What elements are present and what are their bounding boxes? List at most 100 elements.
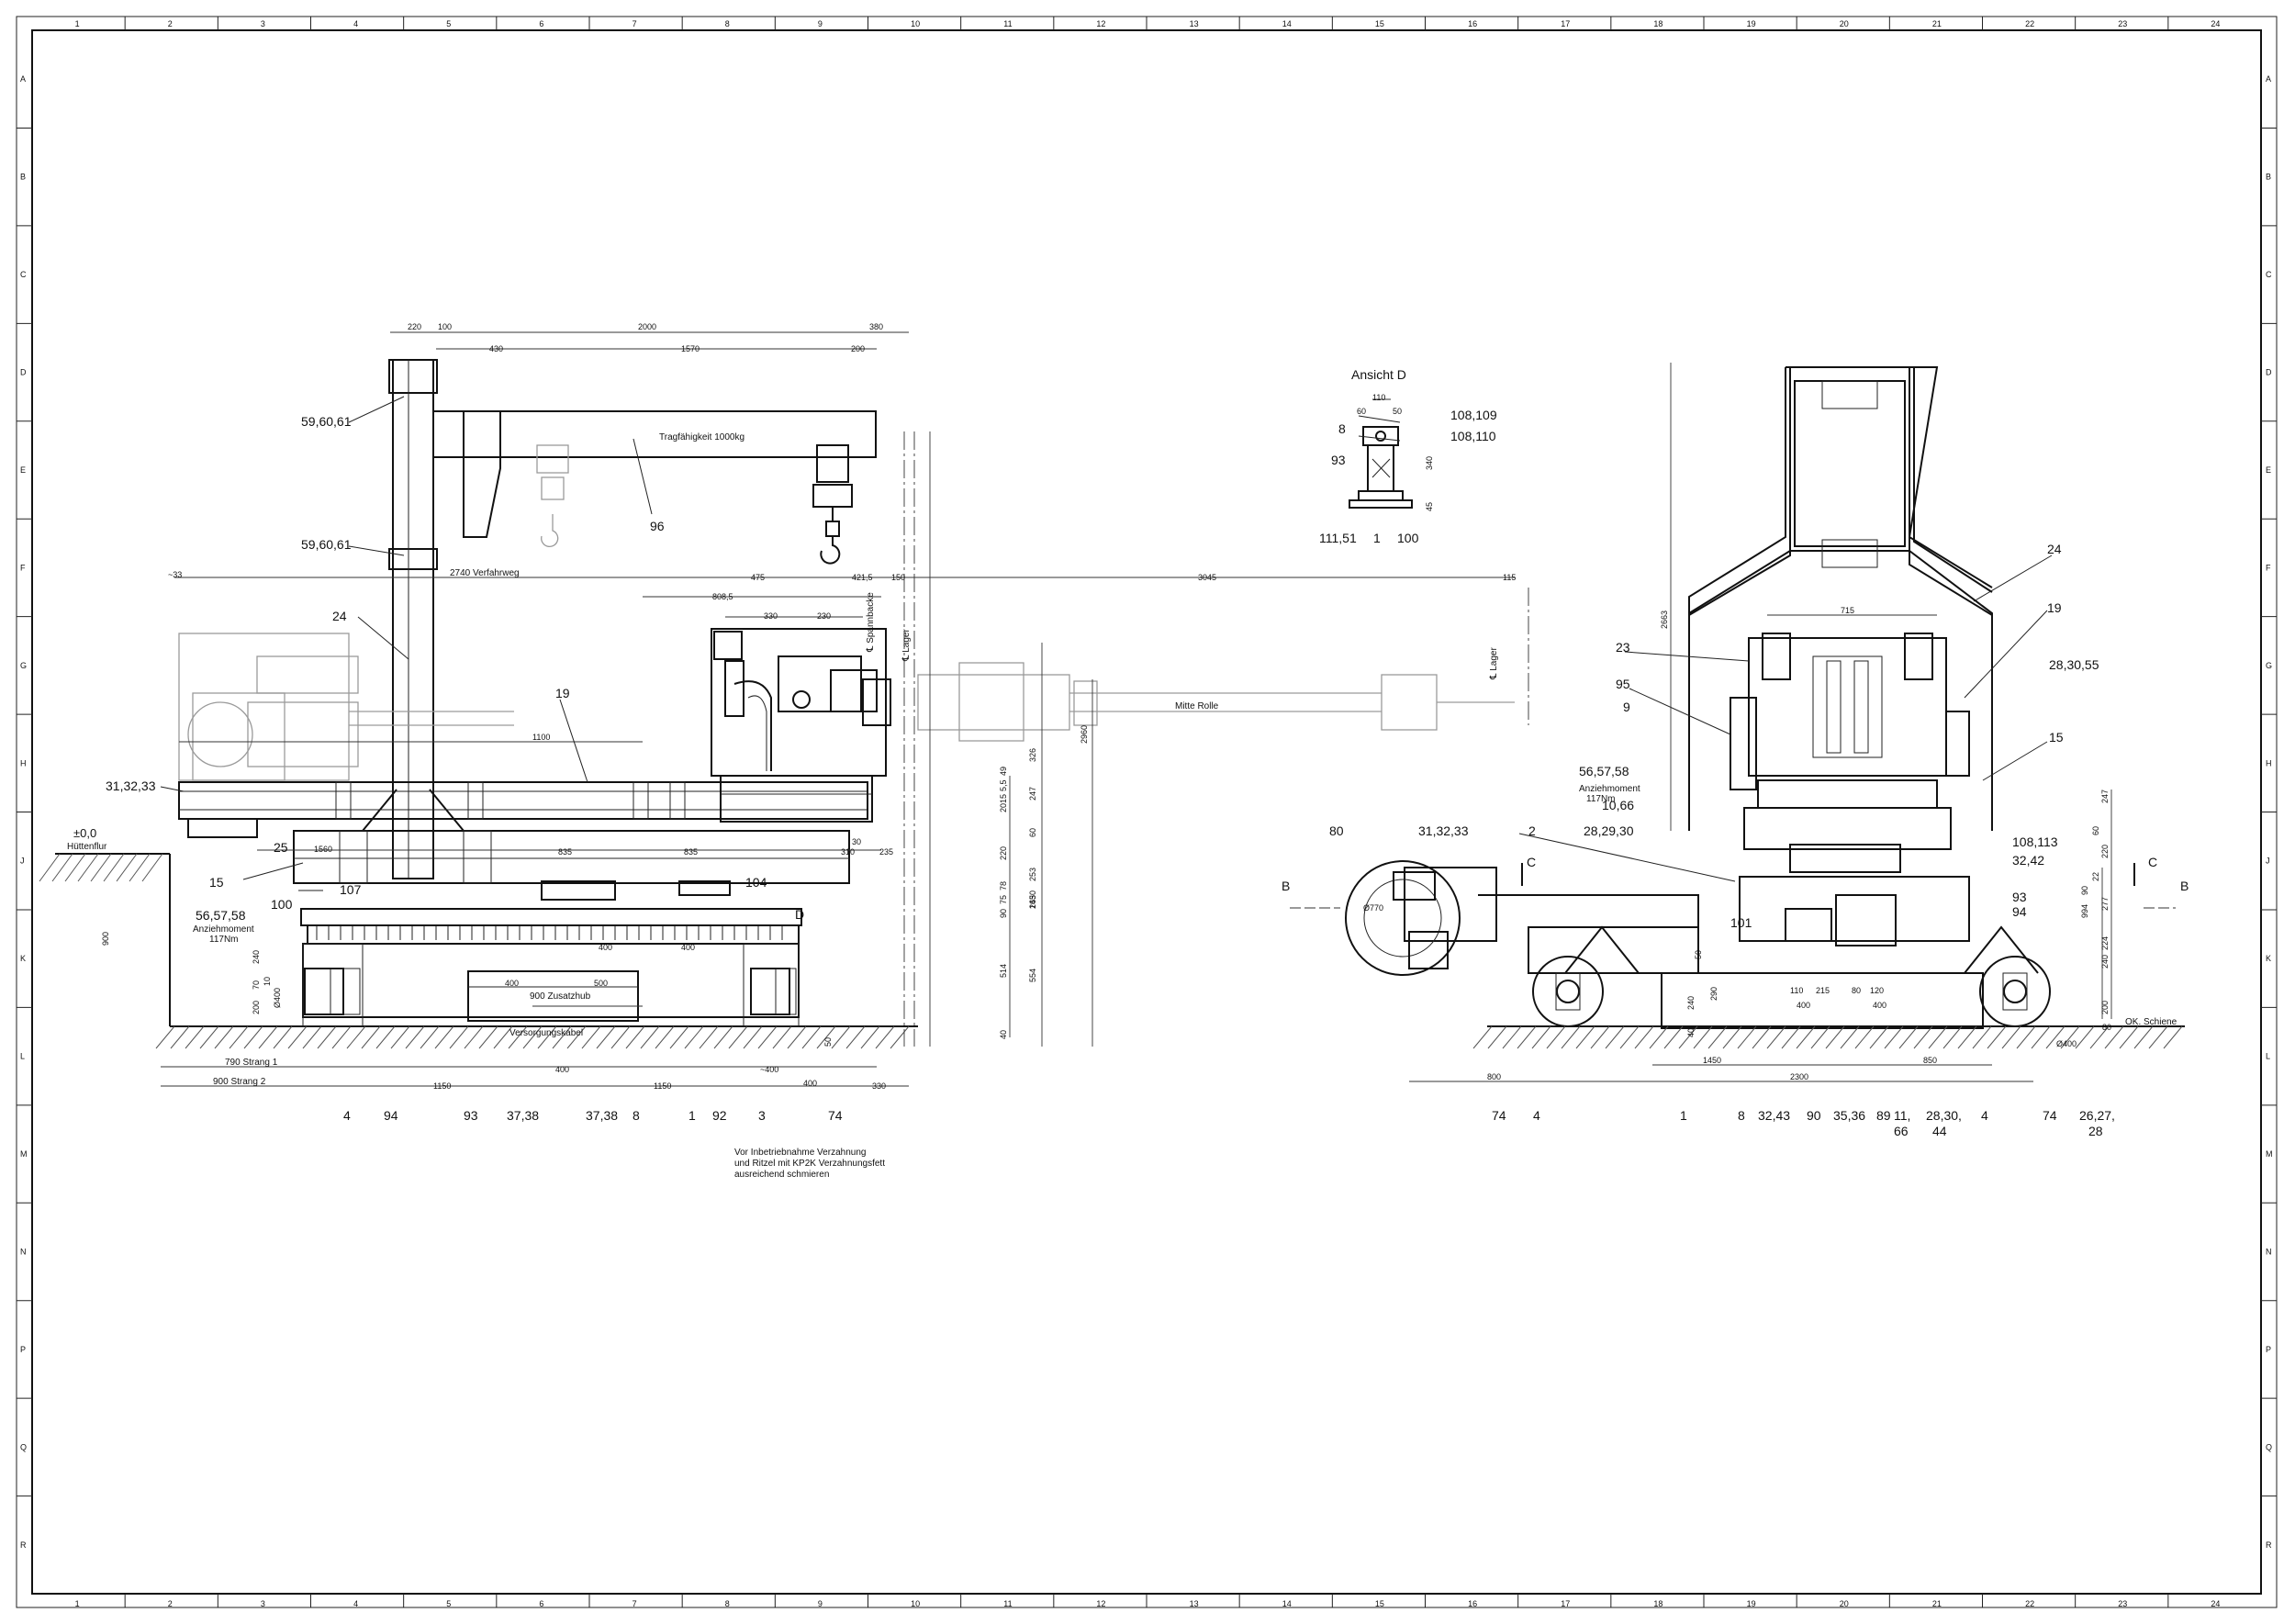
zusatzhub-text: 900 Zusatzhub	[530, 991, 591, 1002]
bottom-pos: 32,43	[1758, 1108, 1790, 1123]
grid-row-label: P	[2266, 1345, 2271, 1354]
grid-column-label: 13	[1190, 1599, 1199, 1608]
grid-column-label: 22	[2025, 1599, 2034, 1608]
grid-column-label: 8	[725, 1599, 730, 1608]
grid-row-label: F	[2266, 563, 2271, 572]
dim-text: 1450	[1703, 1056, 1721, 1065]
dim-text: 50	[1393, 407, 1402, 416]
dim-text: 994	[2080, 904, 2089, 918]
dim-text: 110	[1790, 986, 1803, 995]
dim-text: 277	[2100, 897, 2110, 911]
dim-text: 235	[879, 847, 893, 857]
grid-row-label: Q	[20, 1442, 27, 1451]
grid-column-label: 17	[1561, 19, 1570, 28]
dim-text: 400	[803, 1079, 817, 1088]
dim-text: 808,5	[712, 592, 733, 601]
bottom-pos: 1	[688, 1108, 696, 1123]
dim-text: 290	[1709, 987, 1718, 1001]
dim-text: 2015	[999, 794, 1008, 812]
dim-text: 1100	[532, 733, 550, 742]
level-text: ±0,0	[73, 826, 96, 840]
pos-label: 10,66	[1602, 798, 1634, 812]
dim-text: 45	[1425, 502, 1434, 511]
grid-row-label: A	[2266, 74, 2271, 84]
dim-text: 2300	[1790, 1072, 1808, 1081]
dim-text: 247	[2100, 790, 2110, 803]
torque-value: 117Nm	[209, 935, 239, 945]
section-b-left: B	[1282, 879, 1290, 893]
dim-text: 330	[872, 1081, 886, 1091]
grid-column-label: 16	[1468, 19, 1477, 28]
pos-label: 15	[2049, 730, 2064, 745]
grid-column-label: 10	[911, 19, 920, 28]
torque-value-right: 117Nm	[1586, 794, 1616, 804]
portal-frame	[1688, 367, 1791, 617]
dim-text: 120	[1870, 986, 1884, 995]
grid-column-label: 9	[818, 19, 823, 28]
dim-text: 1650	[1028, 890, 1037, 909]
dim-text: ~33	[168, 570, 182, 579]
grid-row-label: E	[2266, 465, 2271, 475]
grid-row-label: D	[20, 368, 27, 377]
grid-row-label: N	[2266, 1247, 2272, 1256]
bottom-pos: 74	[2043, 1108, 2057, 1123]
crane-column	[392, 359, 434, 879]
dim-text: 900	[101, 932, 110, 946]
lager-text-left: ℄ Lager	[901, 629, 912, 662]
dim-text: 310	[841, 847, 855, 857]
dim-text: 430	[489, 344, 503, 353]
bottom-pos: 74	[828, 1108, 843, 1123]
carriage-frame	[293, 830, 850, 884]
dim-text: 253	[1028, 868, 1037, 881]
dim-text: 240	[1686, 996, 1696, 1010]
view-d-pos: 108,110	[1450, 429, 1496, 443]
dim-text: 1560	[314, 845, 332, 854]
bottom-pos: 8	[1738, 1108, 1745, 1123]
bottom-pos: 93	[464, 1108, 478, 1123]
bottom-pos: 94	[384, 1108, 398, 1123]
dim-text: 2663	[1660, 610, 1669, 629]
pos-label: 101	[1730, 915, 1752, 930]
lifting-table-top	[300, 908, 802, 926]
view-d-pos: 93	[1331, 453, 1346, 467]
grid-column-label: 4	[353, 1599, 358, 1608]
clamping-unit	[711, 628, 887, 777]
wheel-right-2	[1979, 956, 2051, 1027]
huettenflur-text: Hüttenflur	[67, 842, 107, 852]
dim-text: 2000	[638, 322, 656, 331]
dim-text: 243	[1028, 895, 1037, 909]
left-side-view	[39, 359, 1529, 1049]
grid-column-label: 12	[1096, 19, 1105, 28]
dim-text: 10	[263, 977, 272, 986]
dim-text: 5,5	[999, 779, 1008, 791]
note-line-3: ausreichend schmieren	[734, 1170, 829, 1180]
grid-column-label: 21	[1932, 19, 1942, 28]
pos-label: 24	[332, 609, 347, 623]
clamping-mechanism	[1748, 637, 1947, 777]
grid-column-label: 24	[2211, 19, 2220, 28]
pos-label: 19	[555, 686, 570, 700]
dim-text: Ø770	[1363, 903, 1383, 913]
pos-label: 23	[1616, 640, 1630, 655]
grid-column-label: 6	[539, 19, 543, 28]
view-d-texts: Ansicht D 108,109 108,110 8 93 111,51 1 …	[1319, 367, 1497, 545]
bottom-pos: 26,27,	[2079, 1108, 2115, 1123]
dim-text: 400	[555, 1065, 569, 1074]
grid-column-label: 16	[1468, 1599, 1477, 1608]
grid-row-label: N	[20, 1247, 27, 1256]
bottom-pos: 28	[2088, 1124, 2103, 1138]
grid-column-label: 14	[1282, 19, 1292, 28]
pos-label: 9	[1623, 700, 1630, 714]
pos-label: 2	[1528, 823, 1536, 838]
dim-text: 400	[1797, 1001, 1810, 1010]
pos-label: 95	[1616, 677, 1630, 691]
note-line-1: Vor Inbetriebnahme Verzahnung	[734, 1148, 866, 1158]
bottom-pos: 90	[1807, 1108, 1821, 1123]
dim-text: 500	[594, 979, 608, 988]
dim-text: 400	[681, 943, 695, 952]
dim-text: 240	[252, 950, 261, 964]
grid-column-label: 19	[1747, 19, 1756, 28]
grid-row-label: P	[20, 1345, 26, 1354]
dim-text: 60	[2091, 826, 2100, 835]
dim-text: Ø400	[2056, 1039, 2077, 1048]
